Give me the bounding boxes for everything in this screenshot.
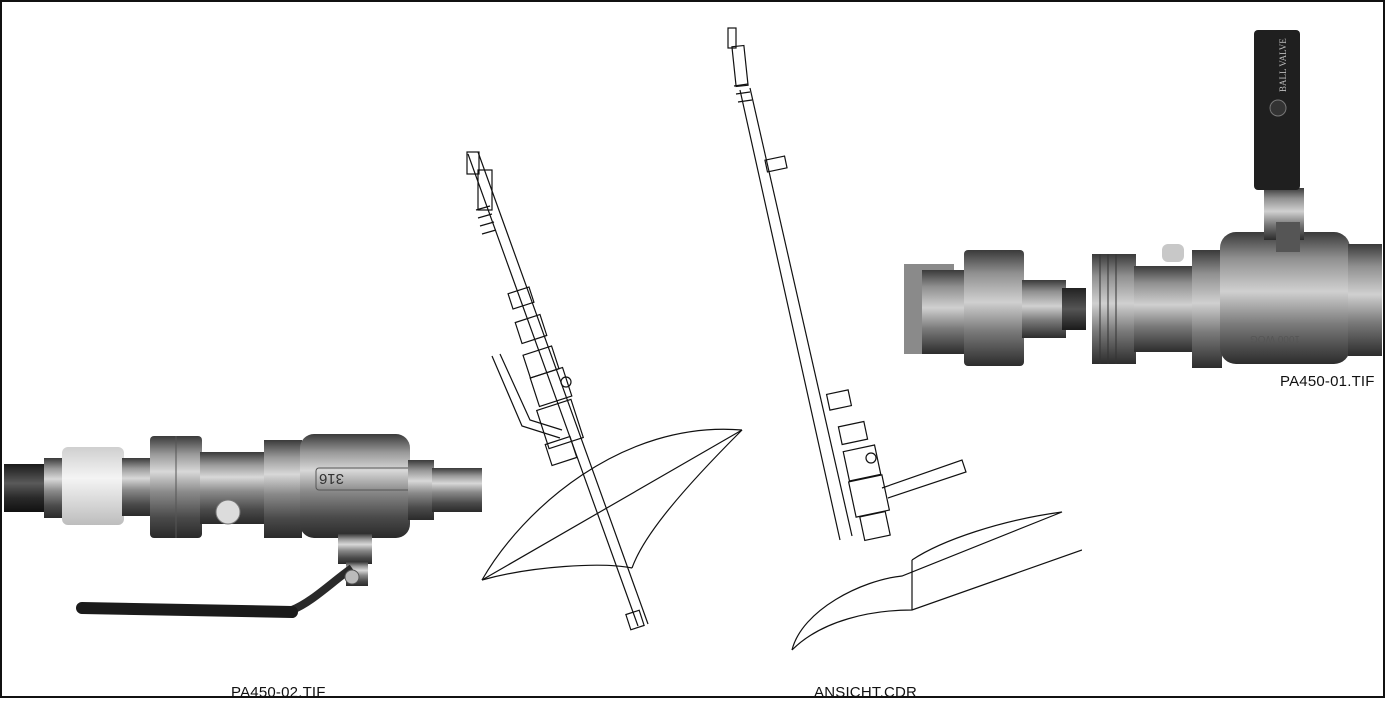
valve-photo-left: 316: [2, 422, 482, 632]
handle-marking: BALL VALVE: [1278, 38, 1288, 92]
caption-drawing: ANSICHT.CDR: [814, 684, 918, 701]
caption-left-photo: PA450-02.TIF: [231, 684, 326, 701]
line-drawing-views: [442, 20, 1082, 670]
valve-photo-right-illustration: 1000 WOG BALL VALVE: [904, 30, 1382, 368]
right-valve-body-marking: 1000 WOG: [1250, 333, 1300, 344]
valve-body-marking: 316: [319, 470, 344, 487]
drawing-view-angled: [466, 151, 743, 631]
line-drawing-illustration: [466, 27, 1082, 651]
caption-right-photo: PA450-01.TIF: [1280, 373, 1375, 390]
valve-photo-left-illustration: 316: [4, 434, 482, 618]
drawing-view-vertical: [727, 27, 1082, 651]
valve-photo-right: 1000 WOG BALL VALVE: [902, 22, 1382, 372]
